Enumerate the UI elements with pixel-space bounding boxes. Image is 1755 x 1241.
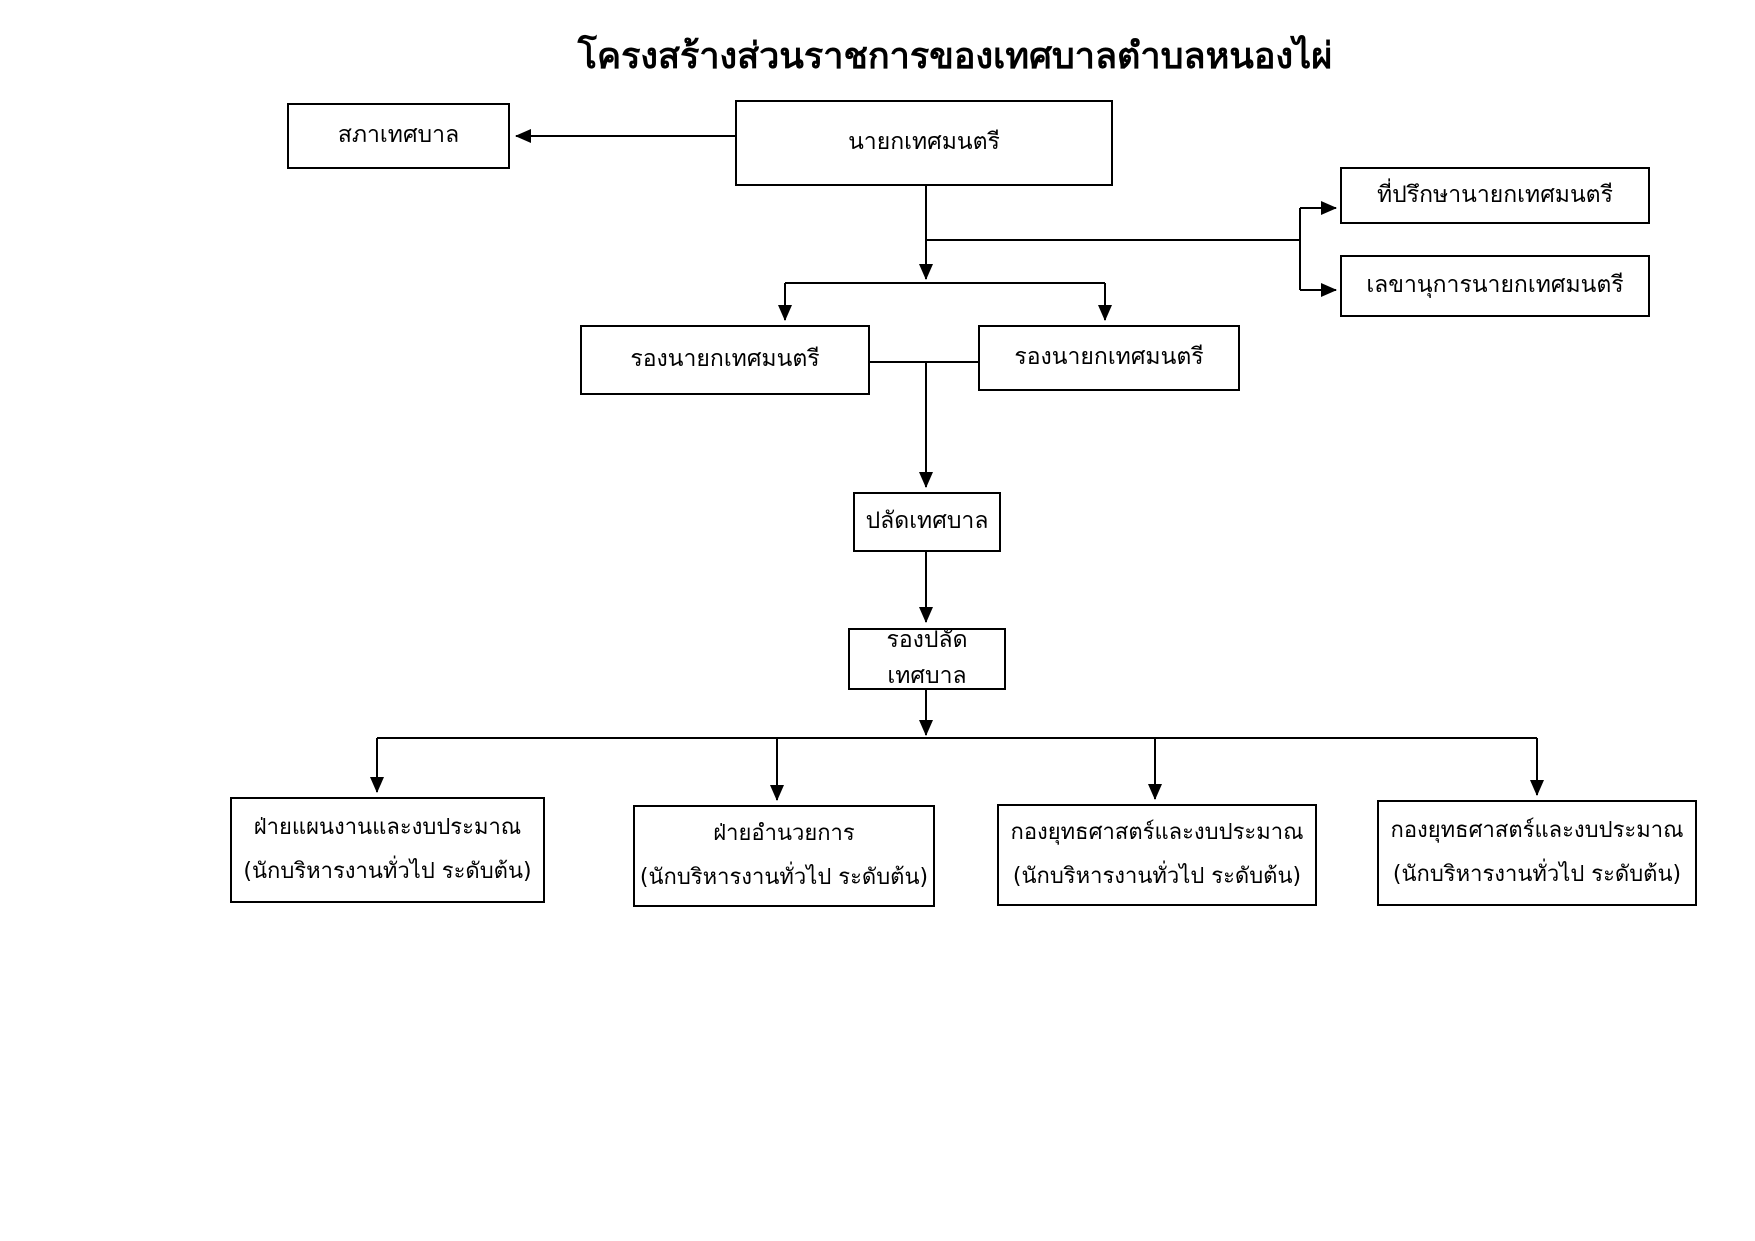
node-division-administration: ฝ่ายอำนวยการ (นักบริหารงานทั่วไป ระดับต้… [633,805,935,907]
node-deputy-mayor-right-label: รองนายกเทศมนตรี [1014,344,1204,371]
node-deputy-mayor-left-label: รองนายกเทศมนตรี [630,346,820,373]
node-municipal-clerk: ปลัดเทศบาล [853,492,1001,552]
node-mayor: นายกเทศมนตรี [735,100,1113,186]
node-division-strategy-budget-1-sub: (นักบริหารงานทั่วไป ระดับต้น) [1012,864,1302,889]
node-division-strategy-budget-2-title: กองยุทธศาสตร์และงบประมาณ [1390,818,1684,843]
node-division-planning-budget-sub: (นักบริหารงานทั่วไป ระดับต้น) [243,859,532,884]
node-division-strategy-budget-2-sub: (นักบริหารงานทั่วไป ระดับต้น) [1392,862,1682,887]
node-municipal-council: สภาเทศบาล [287,103,510,169]
node-division-strategy-budget-1-title: กองยุทธศาสตร์และงบประมาณ [1010,820,1304,845]
node-division-strategy-budget-2: กองยุทธศาสตร์และงบประมาณ (นักบริหารงานทั… [1377,800,1697,906]
node-division-planning-budget: ฝ่ายแผนงานและงบประมาณ (นักบริหารงานทั่วไ… [230,797,545,903]
node-mayor-advisor-label: ที่ปรึกษานายกเทศมนตรี [1377,181,1613,208]
node-division-planning-budget-title: ฝ่ายแผนงานและงบประมาณ [253,815,522,840]
node-municipal-council-label: สภาเทศบาล [337,122,460,149]
node-division-administration-sub: (นักบริหารงานทั่วไป ระดับต้น) [639,865,929,890]
node-division-strategy-budget-1: กองยุทธศาสตร์และงบประมาณ (นักบริหารงานทั… [997,804,1317,906]
node-deputy-mayor-right: รองนายกเทศมนตรี [978,325,1240,391]
node-division-administration-title: ฝ่ายอำนวยการ [713,821,855,846]
node-mayor-secretary-label: เลขานุการนายกเทศมนตรี [1366,272,1624,299]
node-deputy-municipal-clerk: รองปลัดเทศบาล [848,627,1006,690]
node-municipal-clerk-label: ปลัดเทศบาล [865,508,989,535]
node-deputy-municipal-clerk-label: รองปลัดเทศบาล [886,627,968,689]
node-deputy-mayor-left: รองนายกเทศมนตรี [580,325,870,395]
node-mayor-label: นายกเทศมนตรี [848,129,1000,156]
page-title: โครงสร้างส่วนราชการของเทศบาลตำบลหนองไผ่ [577,36,1333,77]
node-mayor-advisor: ที่ปรึกษานายกเทศมนตรี [1340,167,1650,224]
node-mayor-secretary: เลขานุการนายกเทศมนตรี [1340,255,1650,317]
